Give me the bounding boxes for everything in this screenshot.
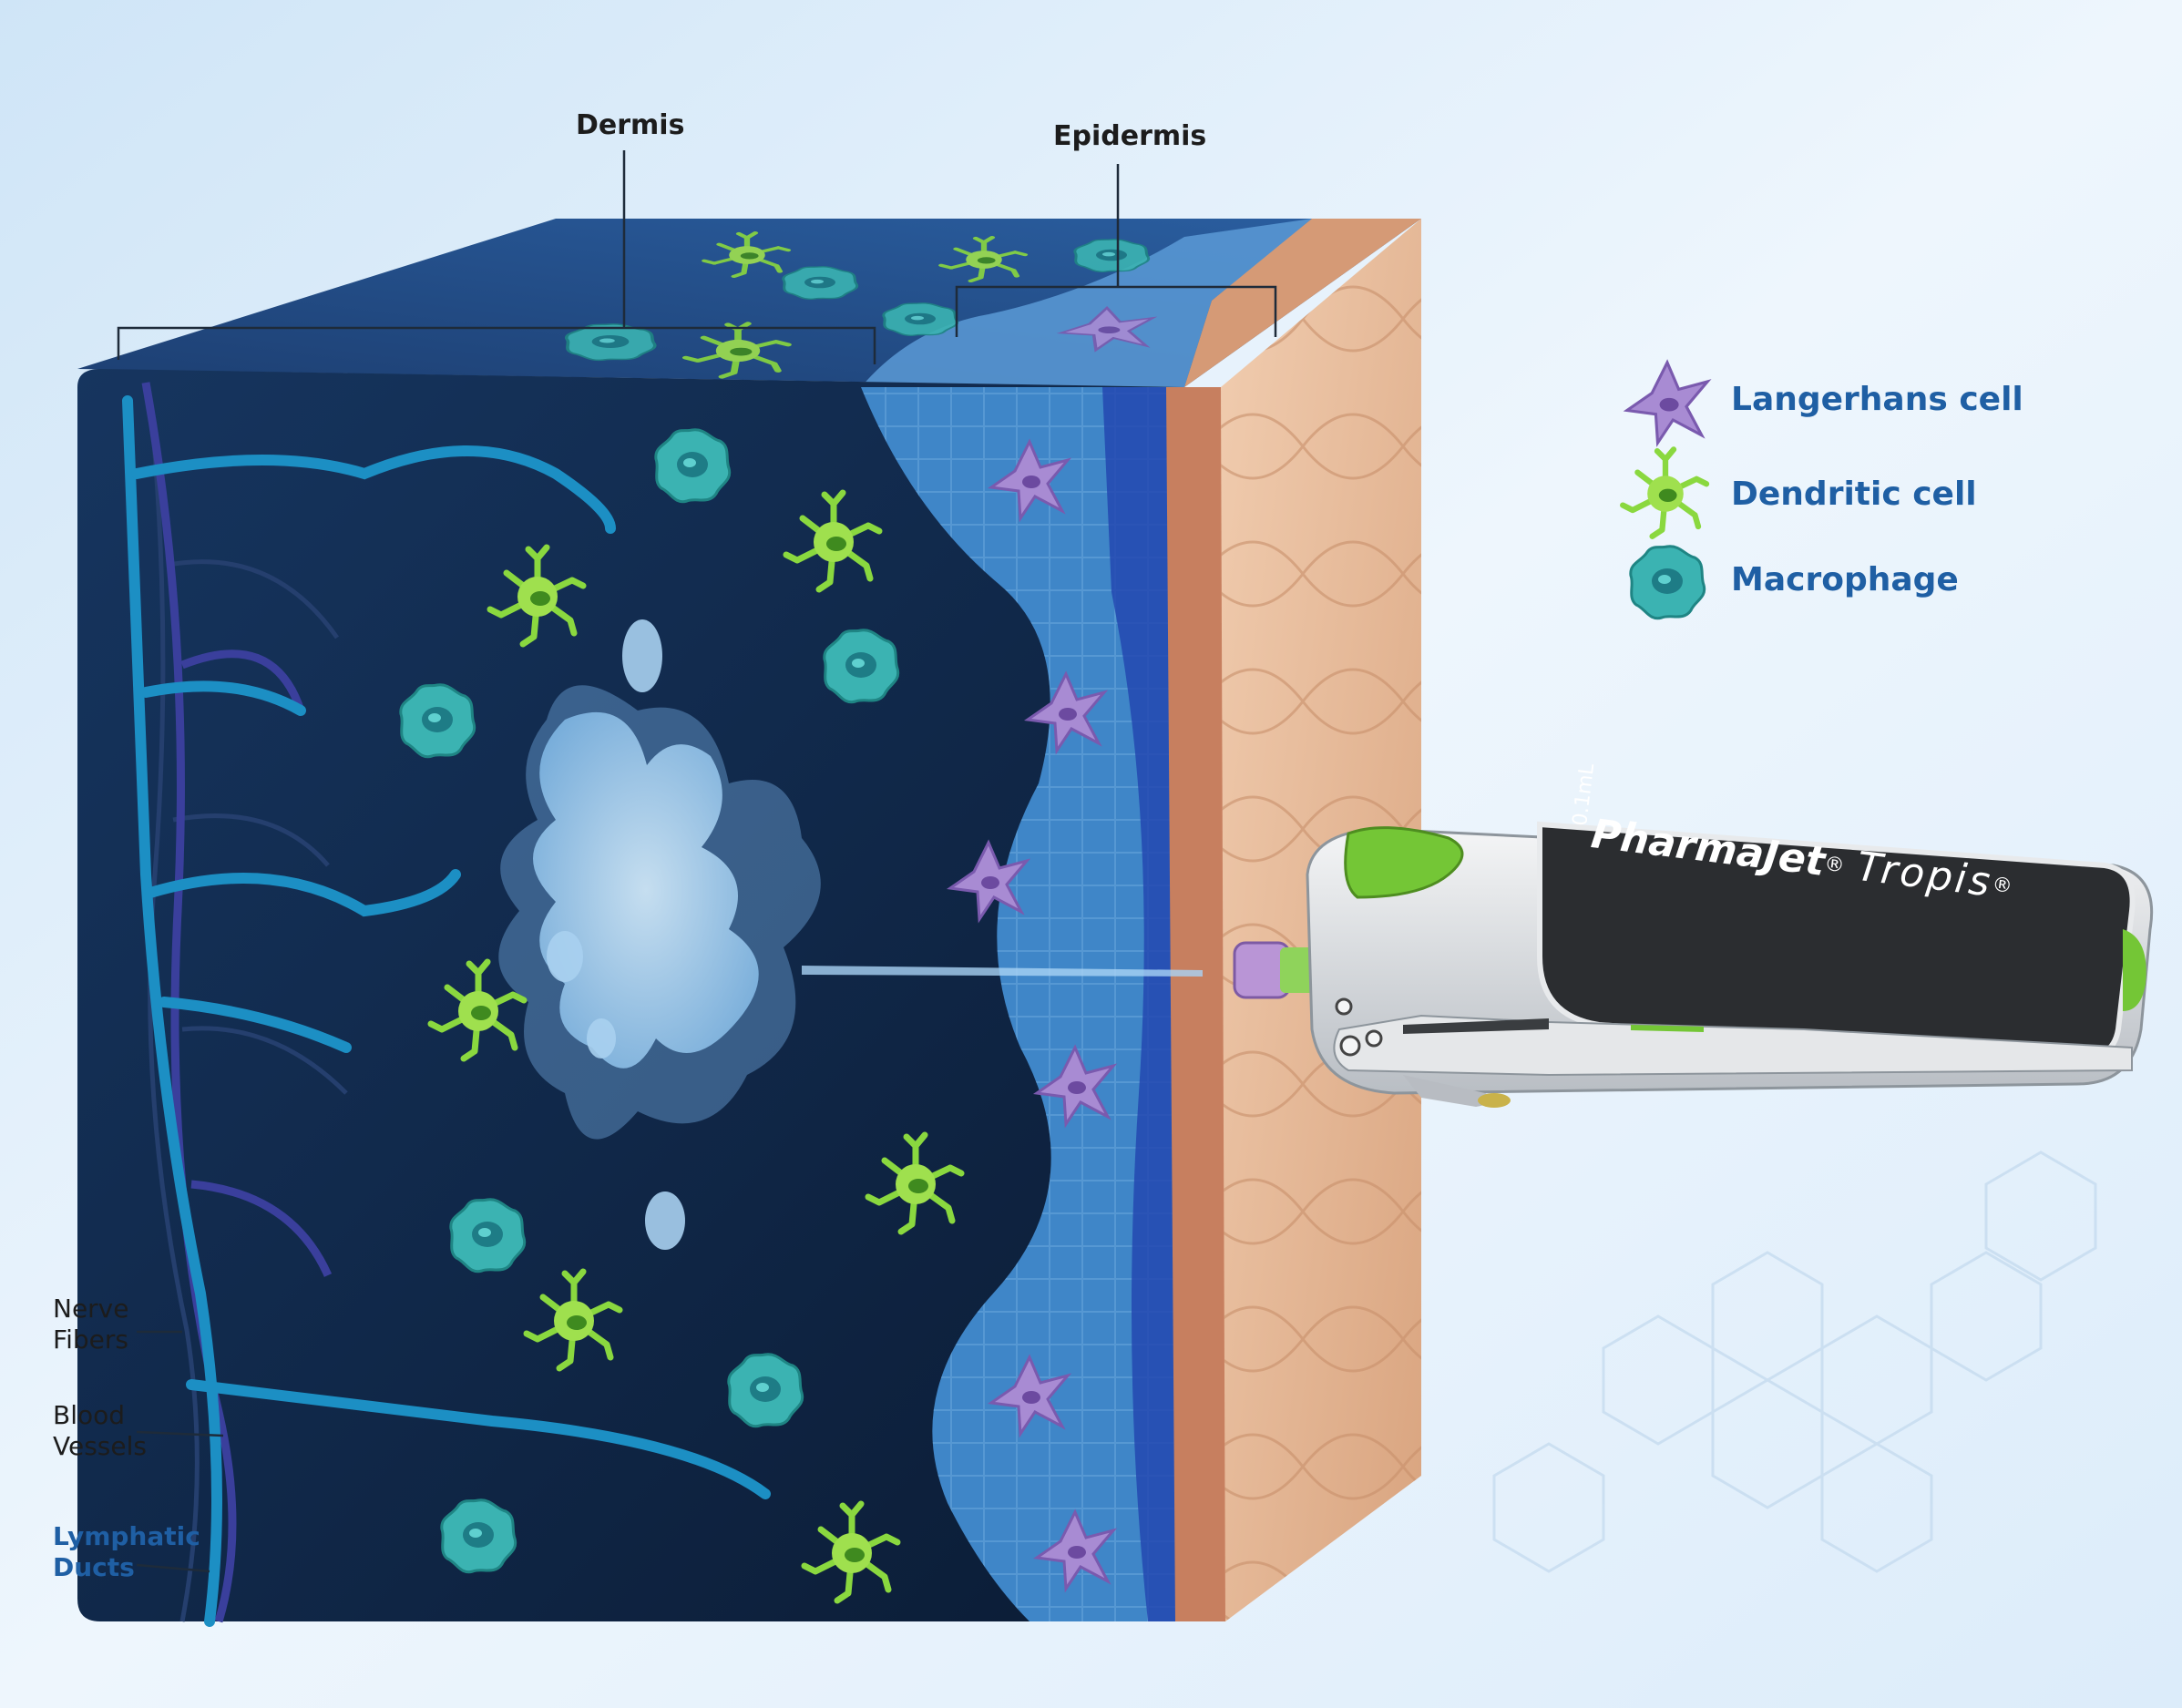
- macrophage-icon: [1629, 545, 1706, 620]
- blood-vessels-label: Blood Vessels: [53, 1400, 147, 1461]
- nerve-fibers: [148, 400, 348, 1622]
- skin-top-edge: [1184, 219, 1421, 387]
- injection-splash: [498, 619, 1203, 1250]
- legend-dendritic-label: Dendritic cell: [1731, 476, 1977, 513]
- pharmajet-device: [1233, 821, 2154, 1108]
- model-registered-mark: ®: [1991, 873, 2014, 899]
- basal-layer: [1102, 387, 1184, 1621]
- legend-macrophage-label: Macrophage: [1731, 561, 1959, 598]
- legend-langerhans-label: Langerhans cell: [1731, 381, 2023, 418]
- brand-registered-mark: ®: [1822, 852, 1846, 878]
- epidermis-cells: [861, 387, 1184, 1621]
- lymphatic-ducts: [122, 395, 771, 1627]
- dermis-label: Dermis: [576, 109, 685, 141]
- hexagon-watermark: [1492, 1151, 2097, 1573]
- epidermis-top-band: [861, 219, 1312, 387]
- epidermis-label: Epidermis: [1053, 120, 1207, 152]
- lymphatic-ducts-label: Lymphatic Ducts: [53, 1521, 200, 1582]
- label-leaders: [117, 150, 1277, 1573]
- nerve-fibers-label: Nerve Fibers: [53, 1294, 129, 1355]
- stratum-corneum: [1166, 387, 1225, 1621]
- blood-vessels: [141, 382, 333, 1623]
